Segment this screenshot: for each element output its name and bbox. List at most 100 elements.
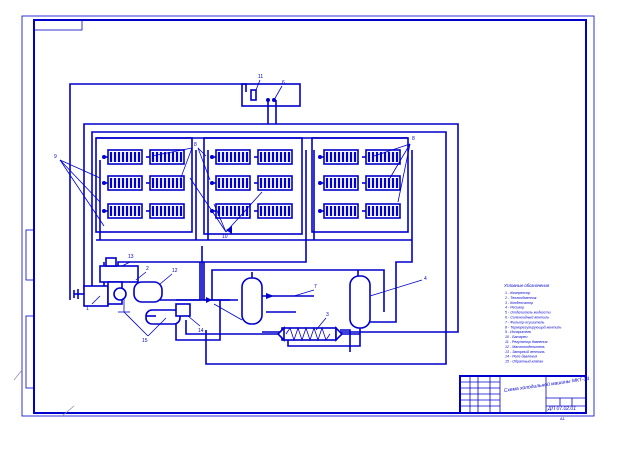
battery-coil (215, 175, 251, 191)
battery-coil (149, 203, 185, 219)
regulator-box (241, 83, 301, 107)
battery-fins (151, 206, 183, 216)
callout-10: 1 (86, 306, 89, 312)
receiver-vessel (349, 275, 371, 329)
battery-fins (217, 178, 249, 188)
battery-coil (365, 149, 401, 165)
compressor-frame (99, 265, 139, 283)
battery-coil (257, 175, 293, 191)
callout-11: 15 (142, 338, 148, 344)
title-block-frame (459, 375, 587, 414)
battery-coil (365, 203, 401, 219)
battery-coil (107, 203, 143, 219)
margin-marks (13, 369, 75, 417)
callout-2: 8 (194, 142, 197, 148)
battery-fins (109, 152, 141, 162)
callout-13: 7 (314, 284, 317, 290)
drawing-title: Схема холодильной машины МКТ-14 (503, 375, 589, 394)
battery-coil (323, 149, 359, 165)
battery-coil (149, 175, 185, 191)
battery-fins (151, 178, 183, 188)
battery-coil (257, 149, 293, 165)
sheet-inner-border (33, 19, 587, 414)
filter-drier (276, 326, 344, 342)
battery-fins (259, 178, 291, 188)
battery-coil (323, 203, 359, 219)
battery-fins (325, 178, 357, 188)
drawing-code: ДП 07.02.01 (547, 406, 576, 412)
legend-item: 7 - Фильтр-осушитель (505, 320, 545, 324)
battery-fins (259, 152, 291, 162)
flow-arrows (206, 226, 274, 303)
battery-coil (149, 149, 185, 165)
battery-fins (217, 206, 249, 216)
legend-item: 3 - Конденсатор (505, 301, 533, 305)
legend-item: 8 - Терморегулирующий вентиль (505, 325, 561, 329)
legend-item: 10 - Батареи (505, 335, 527, 339)
battery-fins (325, 206, 357, 216)
callout-7: 13 (128, 254, 134, 260)
callout-6: 6 (282, 80, 285, 86)
battery-fins (367, 206, 399, 216)
battery-fins (325, 152, 357, 162)
leader-lines (59, 143, 423, 337)
battery-coil (257, 203, 293, 219)
callout-1: 9 (54, 154, 57, 160)
callout-15: 4 (424, 276, 427, 282)
callout-numbers: 9 8 8 10 11 6 13 2 12 1 15 14 7 3 4 (54, 74, 427, 344)
battery-coil (215, 149, 251, 165)
legend-item: 1 - Компрессор (505, 291, 530, 295)
compressor-flywheel (113, 287, 127, 301)
battery-coil (323, 175, 359, 191)
legend-item: 15 - Обратный клапан (505, 360, 543, 364)
compressor-unit (73, 257, 163, 313)
expansion-valve-symbol (102, 155, 106, 159)
legend-item: 4 - Ресивер (505, 306, 524, 310)
legend-item: 9 - Испаритель (505, 330, 531, 334)
sheet-format: А1 (560, 416, 566, 421)
sheet-outer-border (21, 15, 595, 417)
vessels (241, 270, 371, 329)
expansion-valve-symbol (210, 181, 214, 185)
battery-fins (367, 178, 399, 188)
left-margin-stamp-2 (25, 315, 35, 389)
legend-item: 12 - Маслоотделитель (505, 345, 545, 349)
expansion-valve-symbol (102, 181, 106, 185)
battery-fins (151, 152, 183, 162)
legend-item: 2 - Теплообменник (504, 296, 537, 300)
legend-item: 14 - Реле давления (505, 355, 537, 359)
heat-exchanger-cap (175, 303, 191, 317)
battery-fins (259, 206, 291, 216)
legend-item: 6 - Соленоидный вентиль (505, 316, 549, 320)
callout-14: 3 (326, 312, 329, 318)
expansion-valve-symbol (210, 155, 214, 159)
callout-3: 8 (412, 136, 415, 142)
left-margin-stamp (25, 229, 35, 281)
legend-title: Условные обозначения (504, 283, 550, 288)
chamber-group (95, 137, 409, 235)
expansion-valve-symbol (102, 209, 106, 213)
top-left-stamp (33, 19, 83, 31)
callout-8: 2 (146, 266, 149, 272)
battery-fins (367, 152, 399, 162)
legend-item: 5 - Отделитель жидкости (505, 311, 551, 315)
battery-coil (107, 149, 143, 165)
legend-item: 13 - Запорный вентиль (505, 350, 545, 354)
title-block: Схема холодильной машины МКТ-14 ДП 07.02… (459, 375, 590, 421)
compressor-motor (83, 285, 109, 307)
valve-symbol-left (266, 98, 270, 102)
regulator-gauge-left (250, 89, 257, 101)
heat-exchanger-body (145, 309, 181, 325)
callout-4: 10 (222, 234, 228, 240)
battery-fins (109, 178, 141, 188)
compressor-head (105, 257, 117, 267)
callout-12: 14 (198, 328, 204, 334)
pressure-regulator-assembly (241, 79, 301, 107)
expansion-valve-symbol (318, 155, 322, 159)
battery-fins (109, 206, 141, 216)
callout-9: 12 (172, 268, 178, 274)
heat-exchanger-unit (145, 303, 191, 325)
legend-item: 11 - Регулятор давления (505, 340, 547, 344)
